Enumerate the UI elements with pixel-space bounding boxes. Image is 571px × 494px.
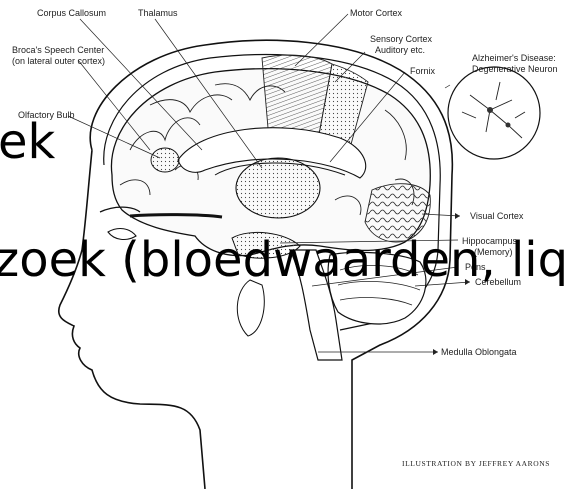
label-sensory-line2: Auditory etc.: [375, 45, 425, 55]
ear-detail: [237, 280, 264, 336]
overlay-text-line1: ek: [0, 118, 55, 166]
label-alzheimers-line1: Alzheimer's Disease:: [472, 53, 556, 63]
label-medulla: Medulla Oblongata: [441, 347, 517, 357]
neuron-body-2: [506, 123, 511, 128]
thalamus-shape: [236, 158, 320, 218]
label-visual-cortex: Visual Cortex: [470, 211, 524, 221]
label-thalamus: Thalamus: [138, 8, 178, 18]
label-sensory-line1: Sensory Cortex: [370, 34, 433, 44]
label-brocas-line1: Broca's Speech Center: [12, 45, 104, 55]
overlay-text-line2: zoek (bloedwaarden, liqu: [0, 236, 571, 284]
neuron-body-1: [487, 107, 493, 113]
label-motor-cortex: Motor Cortex: [350, 8, 403, 18]
illustration-credit: ILLUSTRATION BY JEFFREY AARONS: [402, 459, 550, 468]
label-fornix: Fornix: [410, 66, 436, 76]
olfactory-bulb-shape: [151, 148, 179, 172]
label-corpus-callosum: Corpus Callosum: [37, 8, 106, 18]
label-brocas-line2: (on lateral outer cortex): [12, 56, 105, 66]
label-alzheimers-line2: Degenerative Neuron: [472, 64, 558, 74]
